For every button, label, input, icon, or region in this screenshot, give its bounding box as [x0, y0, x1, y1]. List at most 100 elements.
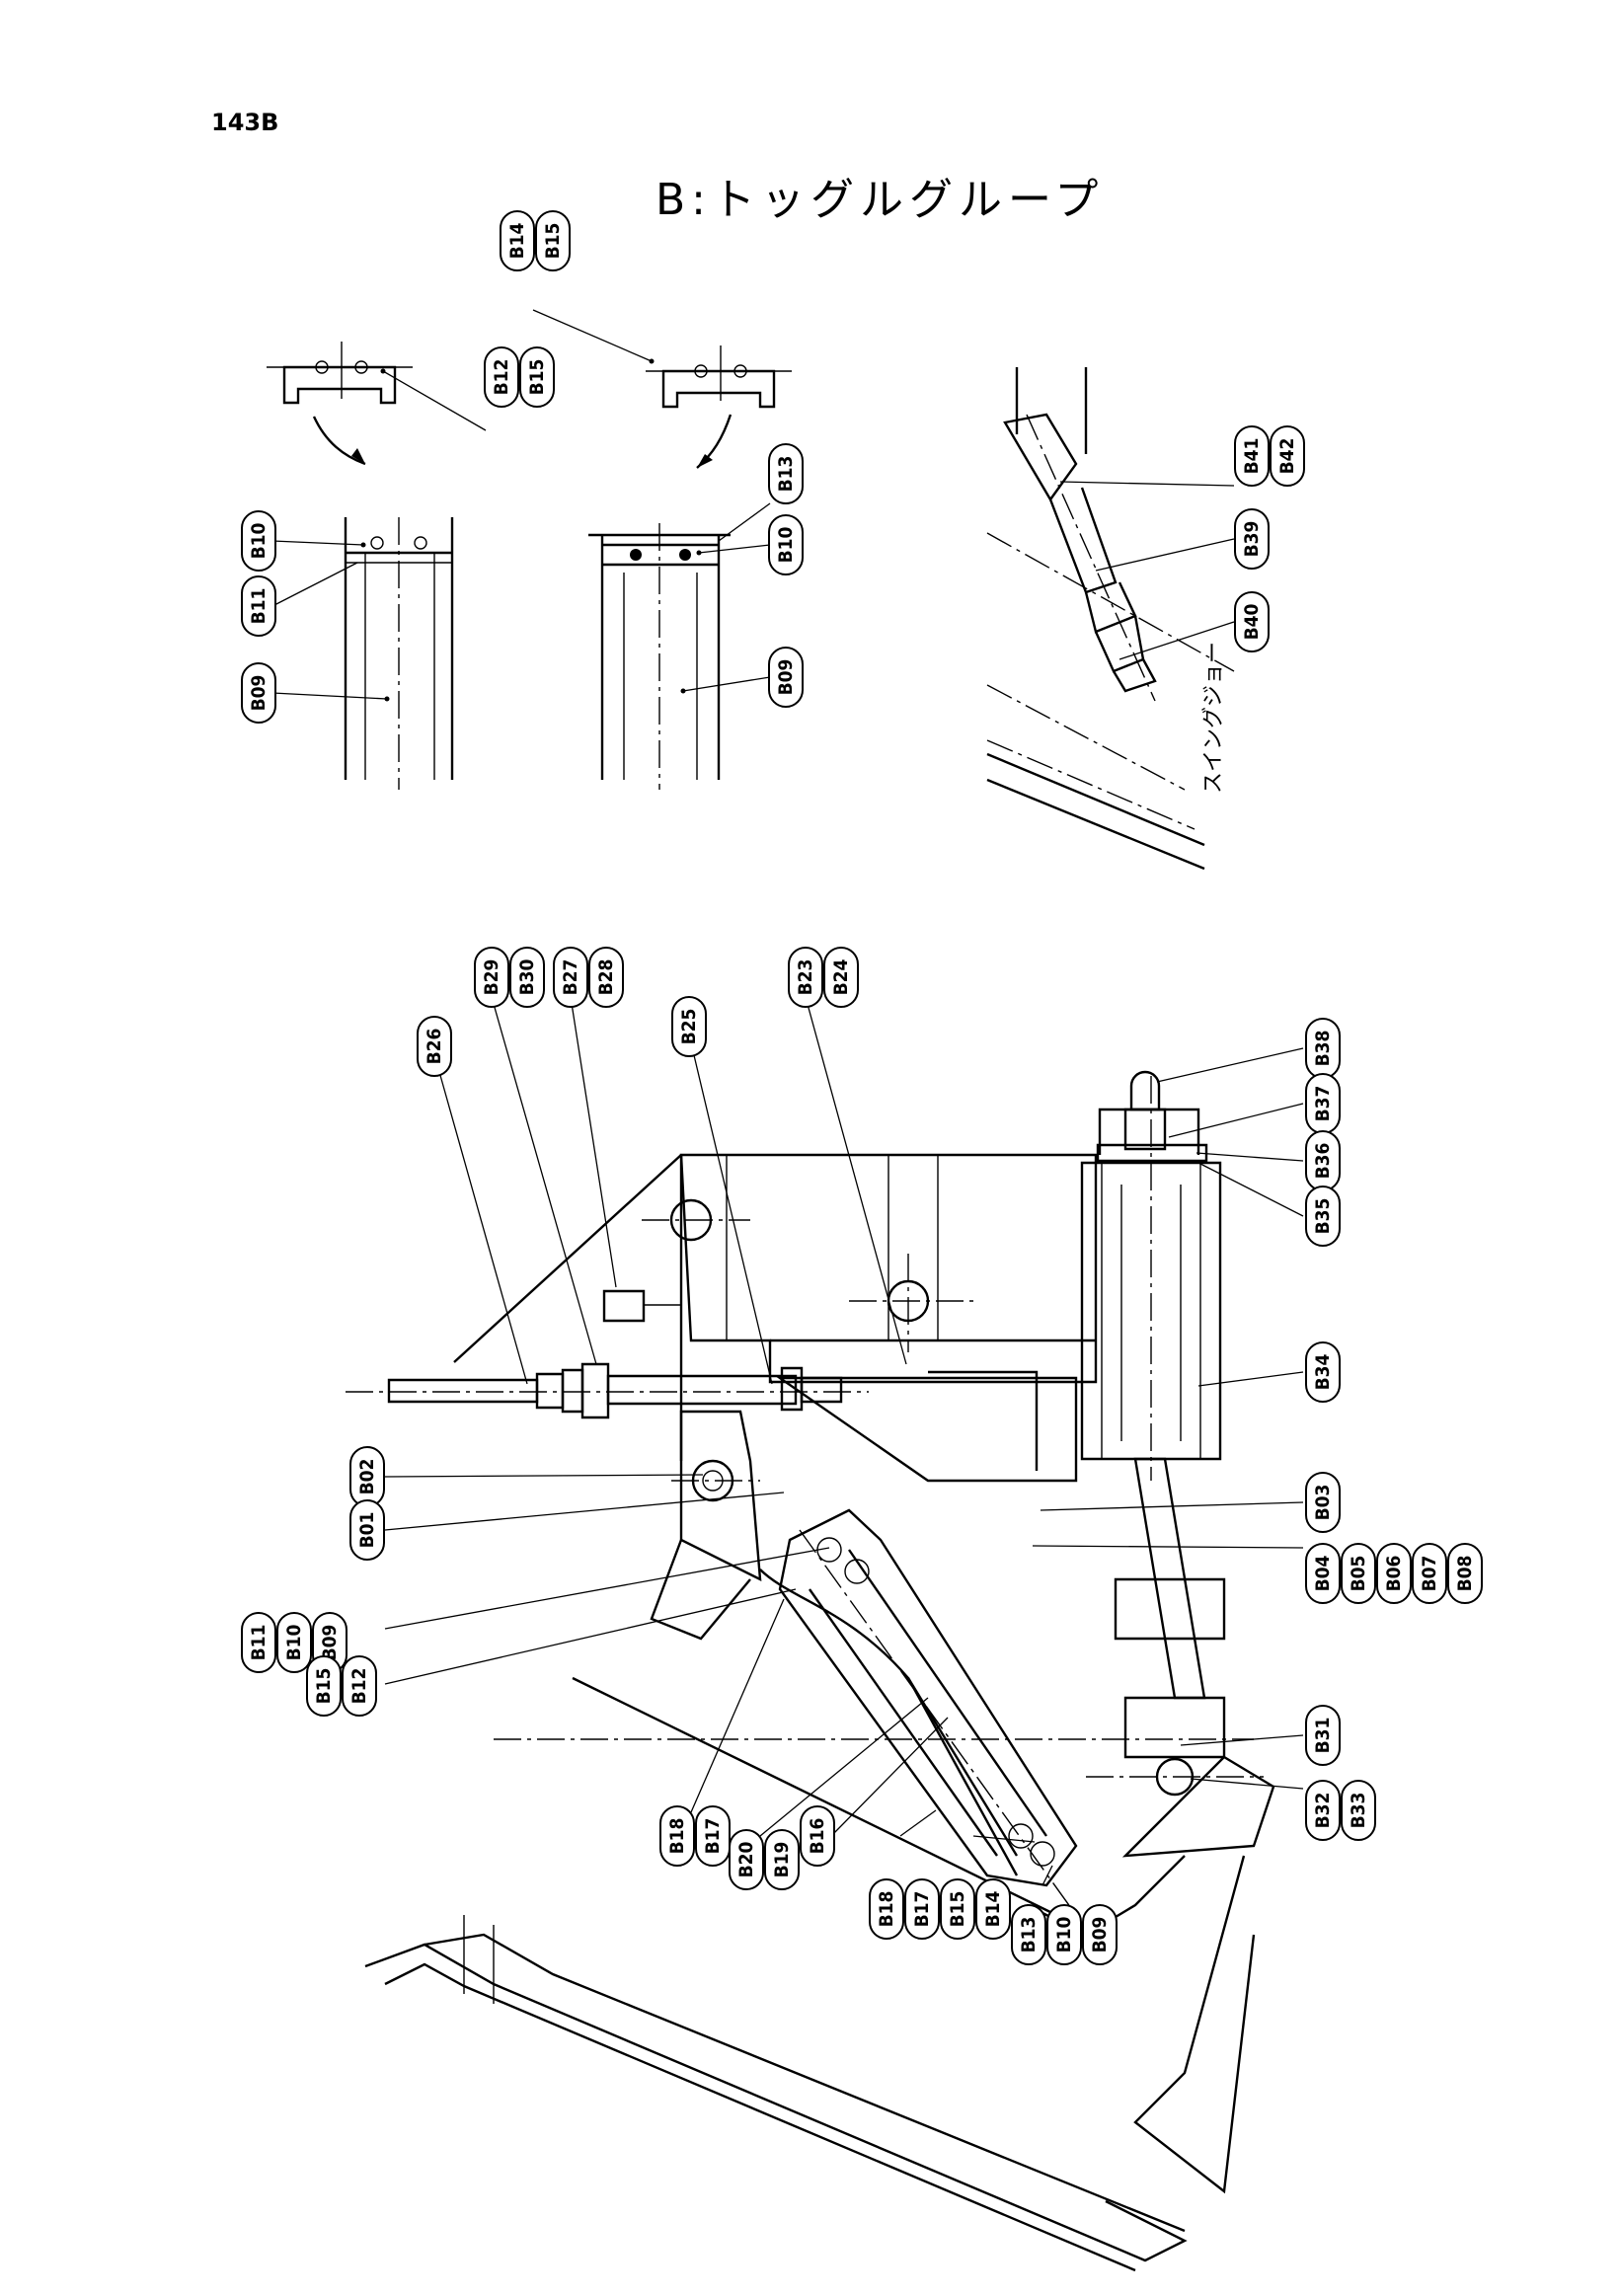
- callout-bubble-outline: [788, 947, 823, 1008]
- callout-bubble: B12: [342, 1655, 377, 1717]
- callout-label: B10: [1053, 1916, 1075, 1952]
- callout-bubble: B27: [553, 947, 588, 1008]
- callout-bubble: B15: [940, 1878, 975, 1940]
- callout-bubble: B05: [1341, 1543, 1376, 1604]
- callout-label: B10: [283, 1624, 305, 1660]
- callout-bubble: B13: [768, 443, 804, 504]
- callout-c28: B31: [1305, 1705, 1341, 1766]
- callout-bubble: B14: [975, 1878, 1011, 1940]
- swing-jaw-label: スイングジョー: [1201, 642, 1226, 794]
- callout-c7: B10: [768, 514, 804, 575]
- callout-c5: B09: [241, 662, 276, 724]
- callout-bubble: B29: [474, 947, 509, 1008]
- callout-c1: B14 B15: [500, 210, 571, 271]
- callout-bubble-outline: [1046, 1904, 1082, 1965]
- toggle-plate-icon: [344, 517, 454, 790]
- tension-cylinder-icon: [1080, 1070, 1275, 1858]
- callout-bubble: B14: [500, 210, 535, 271]
- callout-bubble: B32: [1305, 1780, 1341, 1841]
- callout-bubble: B15: [519, 346, 555, 408]
- callout-label: B20: [735, 1841, 757, 1877]
- callout-bubble: B24: [823, 947, 859, 1008]
- callout-c32: B16: [800, 1805, 835, 1867]
- callout-label: B42: [1276, 438, 1298, 475]
- callout-bubble: B07: [1412, 1543, 1447, 1604]
- callout-bubble-outline: [1305, 1780, 1341, 1841]
- callout-bubble-outline: [1305, 1186, 1341, 1247]
- callout-bubble: B04: [1305, 1543, 1341, 1604]
- callout-bubble: B09: [768, 647, 804, 708]
- callout-label: B11: [248, 1625, 270, 1661]
- callout-label: B17: [702, 1818, 724, 1855]
- callout-label: B14: [506, 222, 528, 259]
- callout-bubble: B11: [241, 1612, 276, 1673]
- detail-left-assembly: [267, 342, 454, 790]
- callout-label: B16: [807, 1818, 828, 1855]
- toggle-plate-icon: [778, 1508, 1078, 1916]
- callout-bubble: B10: [1046, 1904, 1082, 1965]
- callout-c24: B03: [1305, 1472, 1341, 1533]
- callout-bubble-outline: [1234, 425, 1270, 487]
- callout-bubble-outline: [1305, 1472, 1341, 1533]
- callout-label: B13: [1018, 1917, 1040, 1953]
- callout-label: B31: [1312, 1718, 1334, 1754]
- callout-bubble-outline: [695, 1805, 731, 1867]
- swing-jaw-detail: スイングジョー: [986, 367, 1235, 871]
- callout-label: B07: [1419, 1556, 1440, 1592]
- callout-label: B34: [1312, 1353, 1334, 1390]
- callout-bubble: B41: [1234, 425, 1270, 487]
- callout-label: B23: [795, 959, 816, 996]
- callout-bubble-outline: [342, 1655, 377, 1717]
- callout-bubble-outline: [417, 1016, 452, 1077]
- callout-bubble-outline: [823, 947, 859, 1008]
- callout-bubble: B10: [768, 514, 804, 575]
- callout-bubble: B10: [241, 510, 276, 572]
- main-assembly: [346, 1070, 1275, 2272]
- callout-bubble-outline: [500, 210, 535, 271]
- callout-bubble: B06: [1376, 1543, 1412, 1604]
- callout-bubble: B42: [1270, 425, 1305, 487]
- callout-label: B35: [1312, 1198, 1334, 1235]
- callout-bubble-outline: [1341, 1780, 1376, 1841]
- callout-label: B15: [542, 223, 564, 260]
- callout-bubble-outline: [349, 1499, 385, 1561]
- callout-bubble: B26: [417, 1016, 452, 1077]
- callout-c12: B26: [417, 1016, 452, 1077]
- tension-rod-icon: [346, 1289, 869, 1419]
- callout-bubble-outline: [241, 510, 276, 572]
- callout-bubble: B40: [1234, 591, 1270, 652]
- callout-bubble-outline: [869, 1878, 904, 1940]
- callout-c4: B11: [241, 575, 276, 637]
- callout-bubble-outline: [276, 1612, 312, 1673]
- callout-label: B09: [319, 1625, 341, 1661]
- callout-label: B12: [491, 359, 512, 396]
- callout-bubble-outline: [1270, 425, 1305, 487]
- callout-bubble-outline: [940, 1878, 975, 1940]
- callout-label: B33: [1348, 1793, 1369, 1829]
- callout-bubble-outline: [975, 1878, 1011, 1940]
- callout-label: B12: [348, 1668, 370, 1705]
- callout-bubble-outline: [659, 1805, 695, 1867]
- callout-bubble-outline: [553, 947, 588, 1008]
- callout-label: B08: [1454, 1556, 1476, 1592]
- callout-label: B05: [1348, 1556, 1369, 1592]
- callout-label: B14: [982, 1890, 1004, 1927]
- callout-label: B13: [775, 456, 797, 493]
- callout-bubble-outline: [1234, 508, 1270, 570]
- callout-bubble: B30: [509, 947, 545, 1008]
- callout-bubble: B15: [535, 210, 571, 271]
- callout-label: B24: [830, 958, 852, 995]
- callout-bubble-outline: [306, 1655, 342, 1717]
- page-number: 143B: [211, 109, 279, 136]
- callout-c8: B09: [768, 647, 804, 708]
- callout-bubble: B35: [1305, 1186, 1341, 1247]
- callout-bubble-outline: [1341, 1543, 1376, 1604]
